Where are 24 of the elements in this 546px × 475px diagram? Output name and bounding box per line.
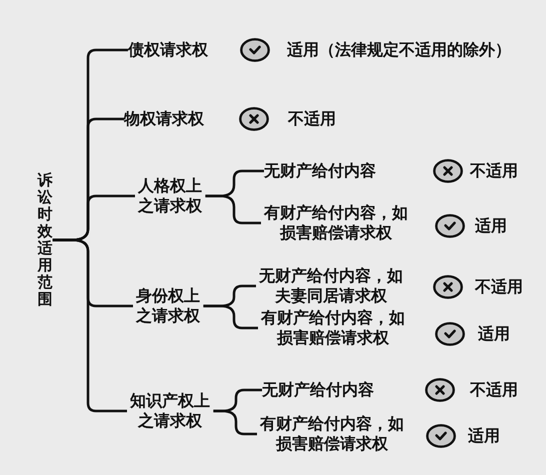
category-label: 物权请求权 xyxy=(124,109,204,129)
case-label: 无财产给付内容，如夫妻同居请求权 xyxy=(256,266,406,306)
status-text: 适用（法律规定不适用的除外） xyxy=(287,40,511,60)
category-label: 债权请求权 xyxy=(128,40,208,60)
status-text: 不适用 xyxy=(475,277,523,297)
status-text: 适用 xyxy=(475,216,507,236)
case-label: 有财产给付内容，如损害赔偿请求权 xyxy=(258,308,408,348)
brace-line xyxy=(203,304,258,330)
case-label: 有财产给付内容，如损害赔偿请求权 xyxy=(261,203,412,243)
category-label: 身份权上之请求权 xyxy=(133,286,204,326)
brace-line xyxy=(205,194,261,224)
status-text: 不适用 xyxy=(470,380,518,400)
status-text: 适用 xyxy=(478,324,510,344)
case-label: 无财产给付内容 xyxy=(262,380,374,400)
case-label: 有财产给付内容，如损害赔偿请求权 xyxy=(257,414,408,454)
status-text: 适用 xyxy=(468,426,500,446)
status-text: 不适用 xyxy=(288,109,336,129)
category-label: 知识产权上之请求权 xyxy=(127,391,214,431)
brace-line xyxy=(52,238,127,412)
category-label: 人格权上之请求权 xyxy=(135,176,206,216)
case-label: 无财产给付内容 xyxy=(264,161,376,181)
status-text: 不适用 xyxy=(470,161,518,181)
brace-line xyxy=(213,410,257,436)
topic-label: 诉讼时效适用范围 xyxy=(37,172,53,308)
